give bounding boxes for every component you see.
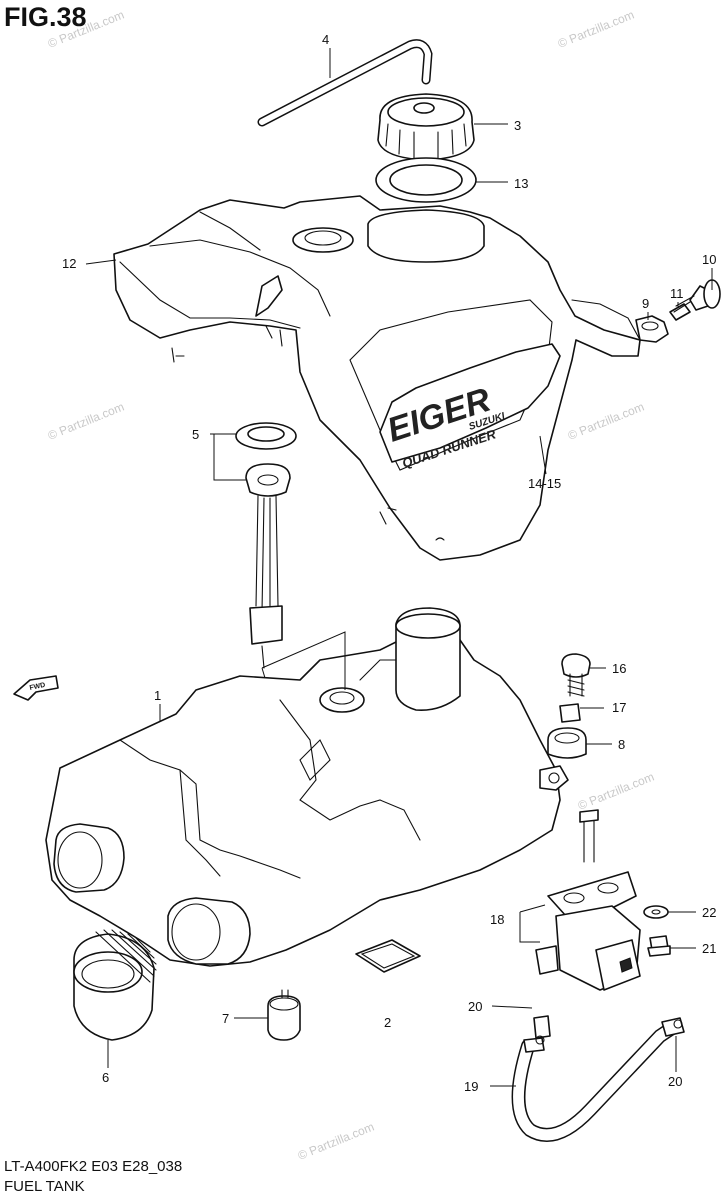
watermark: © Partzilla.com <box>576 770 656 813</box>
callout-10: 10 <box>702 252 716 267</box>
callout-5: 5 <box>192 427 199 442</box>
leader-lines <box>85 48 713 1087</box>
callout-3: 3 <box>514 118 521 133</box>
callout-18: 18 <box>490 912 504 927</box>
fuel-valve-assembly <box>519 809 641 1039</box>
watermark: © Partzilla.com <box>46 8 126 51</box>
callout-labels: 4 3 13 12 10 9 11 5 14-15 16 1 17 8 18 2… <box>62 32 716 1094</box>
callout-12: 12 <box>62 256 76 271</box>
callout-2: 2 <box>384 1015 391 1030</box>
figure-title: FIG.38 <box>4 2 87 32</box>
callout-22: 22 <box>702 905 716 920</box>
watermark: © Partzilla.com <box>556 8 636 51</box>
valve-washer-and-screw <box>643 905 671 957</box>
callout-11: 11 <box>670 286 684 301</box>
fuel-sender-assembly <box>235 422 297 669</box>
watermark: © Partzilla.com <box>566 400 646 443</box>
fuel-hose-and-clips <box>511 1017 685 1142</box>
callout-21: 21 <box>702 941 716 956</box>
figure-caption: FUEL TANK <box>4 1178 85 1195</box>
callout-13: 13 <box>514 176 528 191</box>
fuel-cap <box>377 93 475 161</box>
callout-19: 19 <box>464 1079 478 1094</box>
callout-1: 1 <box>154 688 161 703</box>
callout-14-15: 14-15 <box>528 476 561 491</box>
callout-16: 16 <box>612 661 626 676</box>
breather-hose <box>257 39 433 127</box>
callout-9: 9 <box>642 296 649 311</box>
watermark: © Partzilla.com <box>46 400 126 443</box>
model-code: LT-A400FK2 E03 E28_038 <box>4 1158 183 1175</box>
callout-4: 4 <box>322 32 329 47</box>
callout-6: 6 <box>102 1070 109 1085</box>
hose-clamp <box>73 929 157 1041</box>
fwd-text: FWD <box>29 682 46 692</box>
callout-17: 17 <box>612 700 626 715</box>
callout-7: 7 <box>222 1011 229 1026</box>
tank-mount-bolt-collar-cushion <box>547 653 591 759</box>
tank-decals: EIGER QUAD RUNNER SUZUKI <box>379 343 561 471</box>
fuel-tank-cover <box>113 195 641 561</box>
callout-20-top: 20 <box>468 999 482 1014</box>
fuel-tank <box>45 607 569 973</box>
callout-20-bottom: 20 <box>668 1074 682 1089</box>
cap-gasket <box>375 157 477 203</box>
watermark: © Partzilla.com <box>296 1120 376 1163</box>
tank-cushion <box>267 989 301 1041</box>
forward-direction-marker: FWD <box>13 675 59 701</box>
callout-8: 8 <box>618 737 625 752</box>
cover-mounting-hardware <box>635 279 721 343</box>
